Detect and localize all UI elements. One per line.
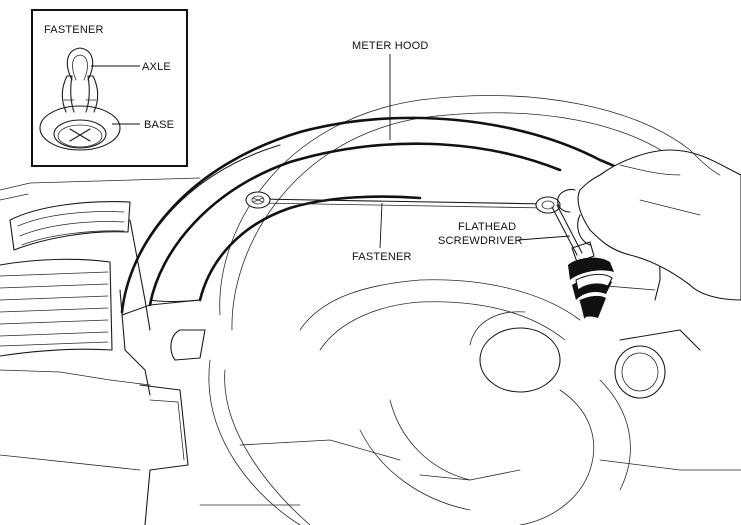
inset-title: FASTENER — [44, 24, 104, 36]
ignition-knob — [614, 345, 666, 399]
fastener-base-rim — [57, 124, 103, 148]
hand-with-screwdriver — [551, 149, 741, 319]
screwdriver-label-line1: FLATHEAD — [458, 221, 516, 233]
fastener-leader — [379, 202, 383, 249]
fastener-cross-b — [69, 128, 91, 142]
screwdriver-shaft — [551, 206, 578, 256]
fastener-label: FASTENER — [352, 251, 412, 263]
right-fastener — [535, 196, 561, 214]
fastener-inset: FASTENER AXLE BASE — [31, 9, 188, 167]
dashboard-left — [0, 177, 206, 525]
screwdriver-label-line2: SCREWDRIVER — [438, 235, 523, 247]
callouts: METER HOOD FASTENER FLATHEAD SCREWDRIVER — [352, 40, 571, 263]
fastener-span — [257, 198, 549, 205]
upper-air-vent — [9, 201, 131, 251]
fastener-axle — [66, 47, 94, 81]
fastener-base-inner — [53, 119, 107, 149]
screwdriver-leader — [517, 235, 571, 241]
fastener-axle-inner — [72, 54, 88, 81]
axle-label: AXLE — [142, 61, 171, 73]
fastener-leg-left — [61, 75, 75, 113]
steering-wheel — [199, 95, 741, 525]
steering-hub — [479, 327, 561, 393]
screwdriver-handle — [568, 257, 614, 280]
meter-hood-label: METER HOOD — [352, 40, 429, 52]
lower-air-vent — [0, 258, 113, 357]
fastener-base-outer — [39, 105, 121, 151]
fastener-leg-right — [85, 75, 99, 113]
base-label: BASE — [144, 119, 174, 131]
